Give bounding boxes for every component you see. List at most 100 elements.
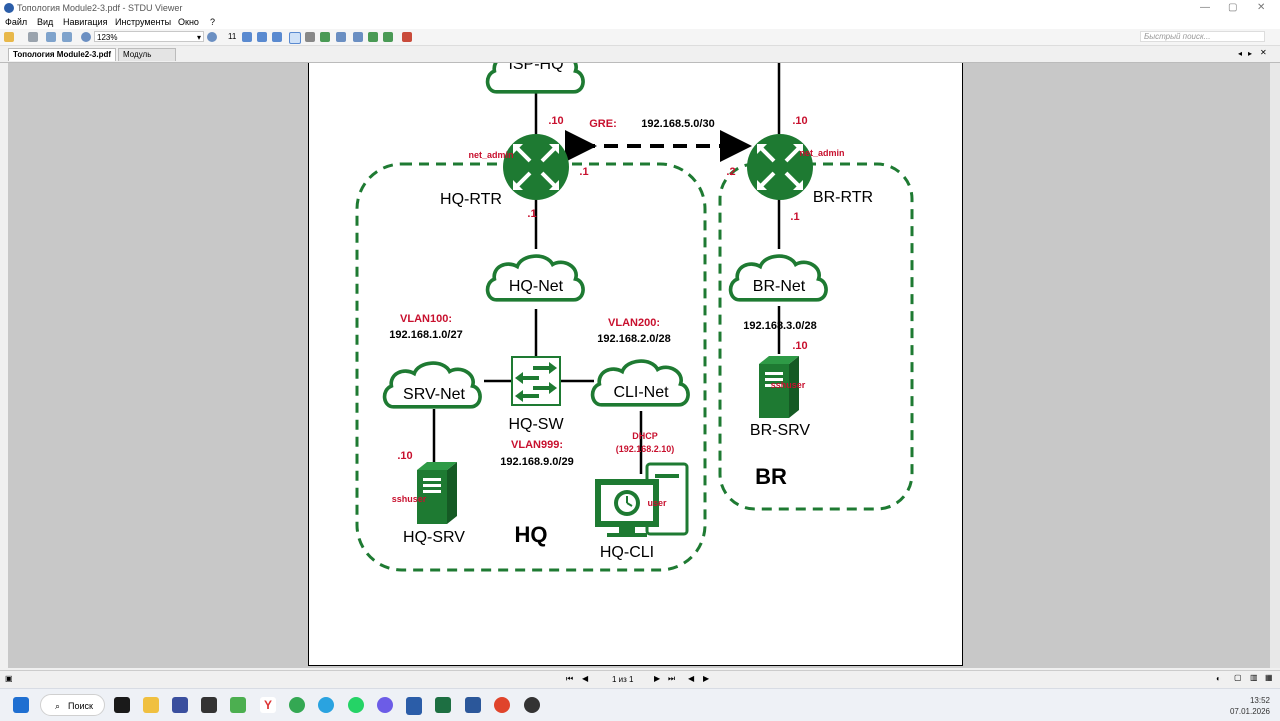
- pdf-page: ISP-HQ HQ-RTR BR-RTR HQ-Net BR-Net SRV-N…: [308, 63, 963, 666]
- rotate-icon[interactable]: ◐: [1216, 674, 1221, 683]
- zoom-in-icon[interactable]: [207, 32, 217, 42]
- fit-page-icon[interactable]: [242, 32, 252, 42]
- first-page-icon[interactable]: ⏮: [566, 674, 574, 683]
- vlan200-label: VLAN200:: [608, 317, 660, 329]
- close-icon[interactable]: ✕: [1257, 2, 1266, 13]
- print-icon[interactable]: [28, 32, 38, 42]
- document-viewer[interactable]: ISP-HQ HQ-RTR BR-RTR HQ-Net BR-Net SRV-N…: [8, 63, 1270, 668]
- tab-topology[interactable]: Топология Module2-3.pdf: [8, 48, 116, 61]
- tab-bar: Топология Module2-3.pdf Модуль 2.pdf ◂ ▸…: [0, 46, 1280, 71]
- hq-cli-user-label: user: [647, 498, 667, 508]
- system-clock[interactable]: 13:52 07.01.2026: [1230, 695, 1270, 717]
- telegram-icon[interactable]: [318, 697, 334, 713]
- start-windows-icon[interactable]: [13, 697, 29, 713]
- dhcp-addr-label: (192.168.2.10): [616, 444, 675, 454]
- chevron-down-icon[interactable]: ▾: [196, 33, 201, 42]
- network-diagram: ISP-HQ HQ-RTR BR-RTR HQ-Net BR-Net SRV-N…: [355, 63, 914, 572]
- hand-tool-icon[interactable]: [289, 32, 301, 44]
- forward-icon[interactable]: [383, 32, 393, 42]
- history-back-icon[interactable]: ◀: [688, 674, 695, 683]
- hq-rtr-label: HQ-RTR: [440, 191, 502, 208]
- zoom-value: 123%: [97, 33, 118, 42]
- paste-icon[interactable]: [62, 32, 72, 42]
- br-net-label: BR-Net: [753, 278, 806, 295]
- menu-navigation[interactable]: Навигация: [63, 17, 108, 27]
- maximize-icon[interactable]: ▢: [1228, 2, 1238, 13]
- find-icon[interactable]: [336, 32, 346, 42]
- br-rtr-lan-ip: .1: [790, 211, 799, 223]
- taskbar-search[interactable]: ⌕ Поиск: [40, 694, 105, 716]
- br-rtr-net-admin-label: net_admin: [799, 148, 844, 158]
- title-bar: Топология Module2-3.pdf - STDU Viewer — …: [0, 0, 1280, 16]
- menu-view[interactable]: Вид: [37, 17, 54, 27]
- app-icon-10[interactable]: [377, 697, 393, 713]
- br-rtr-router-icon: [745, 132, 815, 202]
- minimize-icon[interactable]: —: [1200, 2, 1210, 13]
- isp-hq-label: ISP-HQ: [508, 63, 563, 73]
- menu-file[interactable]: Файл: [5, 17, 28, 27]
- taskbar-search-label: Поиск: [68, 701, 93, 711]
- tab-prev-icon[interactable]: ◂: [1238, 49, 1243, 58]
- app-icon-1[interactable]: [114, 697, 130, 713]
- history-forward-icon[interactable]: ▶: [703, 674, 710, 683]
- menu-window[interactable]: Окно: [178, 17, 199, 27]
- copy-icon[interactable]: [46, 32, 56, 42]
- vlan100-label: VLAN100:: [400, 313, 452, 325]
- fit-width-icon[interactable]: [257, 32, 267, 42]
- yandex-browser-icon[interactable]: Y: [260, 697, 276, 713]
- zoom-select[interactable]: 123% ▾: [94, 31, 204, 42]
- clock-time: 13:52: [1249, 696, 1270, 705]
- toolbar: 11: [0, 29, 1280, 46]
- tab-next-icon[interactable]: ▸: [1248, 49, 1253, 58]
- menu-bar: Файл Вид Навигация Инструменты Окно ?: [0, 16, 1280, 29]
- next-page-icon[interactable]: ▶: [654, 674, 661, 683]
- gre-net-label: 192.168.5.0/30: [641, 118, 714, 130]
- single-page-view-icon[interactable]: ▢: [1234, 673, 1242, 682]
- hq-rtr-net-admin-label: net_admin: [468, 150, 513, 160]
- continuous-view-icon[interactable]: ▦: [1265, 673, 1273, 682]
- app-icon-4[interactable]: [201, 697, 217, 713]
- app-icon-15[interactable]: [524, 697, 540, 713]
- dhcp-label: DHCP: [632, 431, 658, 441]
- open-folder-icon[interactable]: [4, 32, 14, 42]
- tab-close-icon[interactable]: ✕: [1260, 48, 1267, 57]
- word-icon[interactable]: [465, 697, 481, 713]
- links: [432, 63, 781, 474]
- page-indicator[interactable]: 1 из 1: [612, 675, 634, 684]
- vlan999-net-label: 192.168.9.0/29: [500, 456, 573, 468]
- bookmark-icon[interactable]: [353, 32, 363, 42]
- search-icon: ⌕: [55, 701, 61, 711]
- two-page-view-icon[interactable]: ▥: [1250, 673, 1258, 682]
- hq-zone-label: HQ: [515, 522, 548, 547]
- hq-sw-label: HQ-SW: [508, 416, 564, 433]
- br-zone-border: [718, 162, 914, 511]
- last-page-icon[interactable]: ⏭: [668, 674, 676, 683]
- stdu-viewer-icon[interactable]: [406, 697, 422, 715]
- chrome-icon[interactable]: [289, 697, 305, 713]
- select-text-icon[interactable]: [305, 32, 315, 42]
- menu-tools[interactable]: Инструменты: [115, 17, 172, 27]
- app-icon-5[interactable]: [230, 697, 246, 713]
- whatsapp-icon[interactable]: [348, 697, 364, 713]
- app-icon-14[interactable]: [494, 697, 510, 713]
- window-title: Топология Module2-3.pdf - STDU Viewer: [17, 3, 183, 13]
- tab-module2[interactable]: Модуль 2.pdf: [118, 48, 176, 71]
- panel-toggle-icon[interactable]: ▣: [5, 674, 13, 683]
- hq-cli-workstation-icon: [595, 462, 689, 537]
- back-icon[interactable]: [368, 32, 378, 42]
- zoom-out-icon[interactable]: [81, 32, 91, 42]
- prev-page-icon[interactable]: ◀: [582, 674, 589, 683]
- app-icon-3[interactable]: [172, 697, 188, 713]
- fit-height-icon[interactable]: [272, 32, 282, 42]
- hq-rtr-gre-ip: .1: [579, 166, 588, 178]
- hq-srv-ip: .10: [397, 450, 412, 462]
- app-icon: [4, 3, 14, 13]
- vertical-scrollbar[interactable]: [1270, 63, 1280, 668]
- quick-search-input[interactable]: Быстрый поиск...: [1140, 31, 1265, 42]
- br-srv-ip: .10: [792, 340, 807, 352]
- annotation-icon[interactable]: [402, 32, 412, 42]
- file-explorer-icon[interactable]: [143, 697, 159, 713]
- excel-icon[interactable]: [435, 697, 451, 713]
- select-image-icon[interactable]: [320, 32, 330, 42]
- menu-help[interactable]: ?: [210, 17, 216, 27]
